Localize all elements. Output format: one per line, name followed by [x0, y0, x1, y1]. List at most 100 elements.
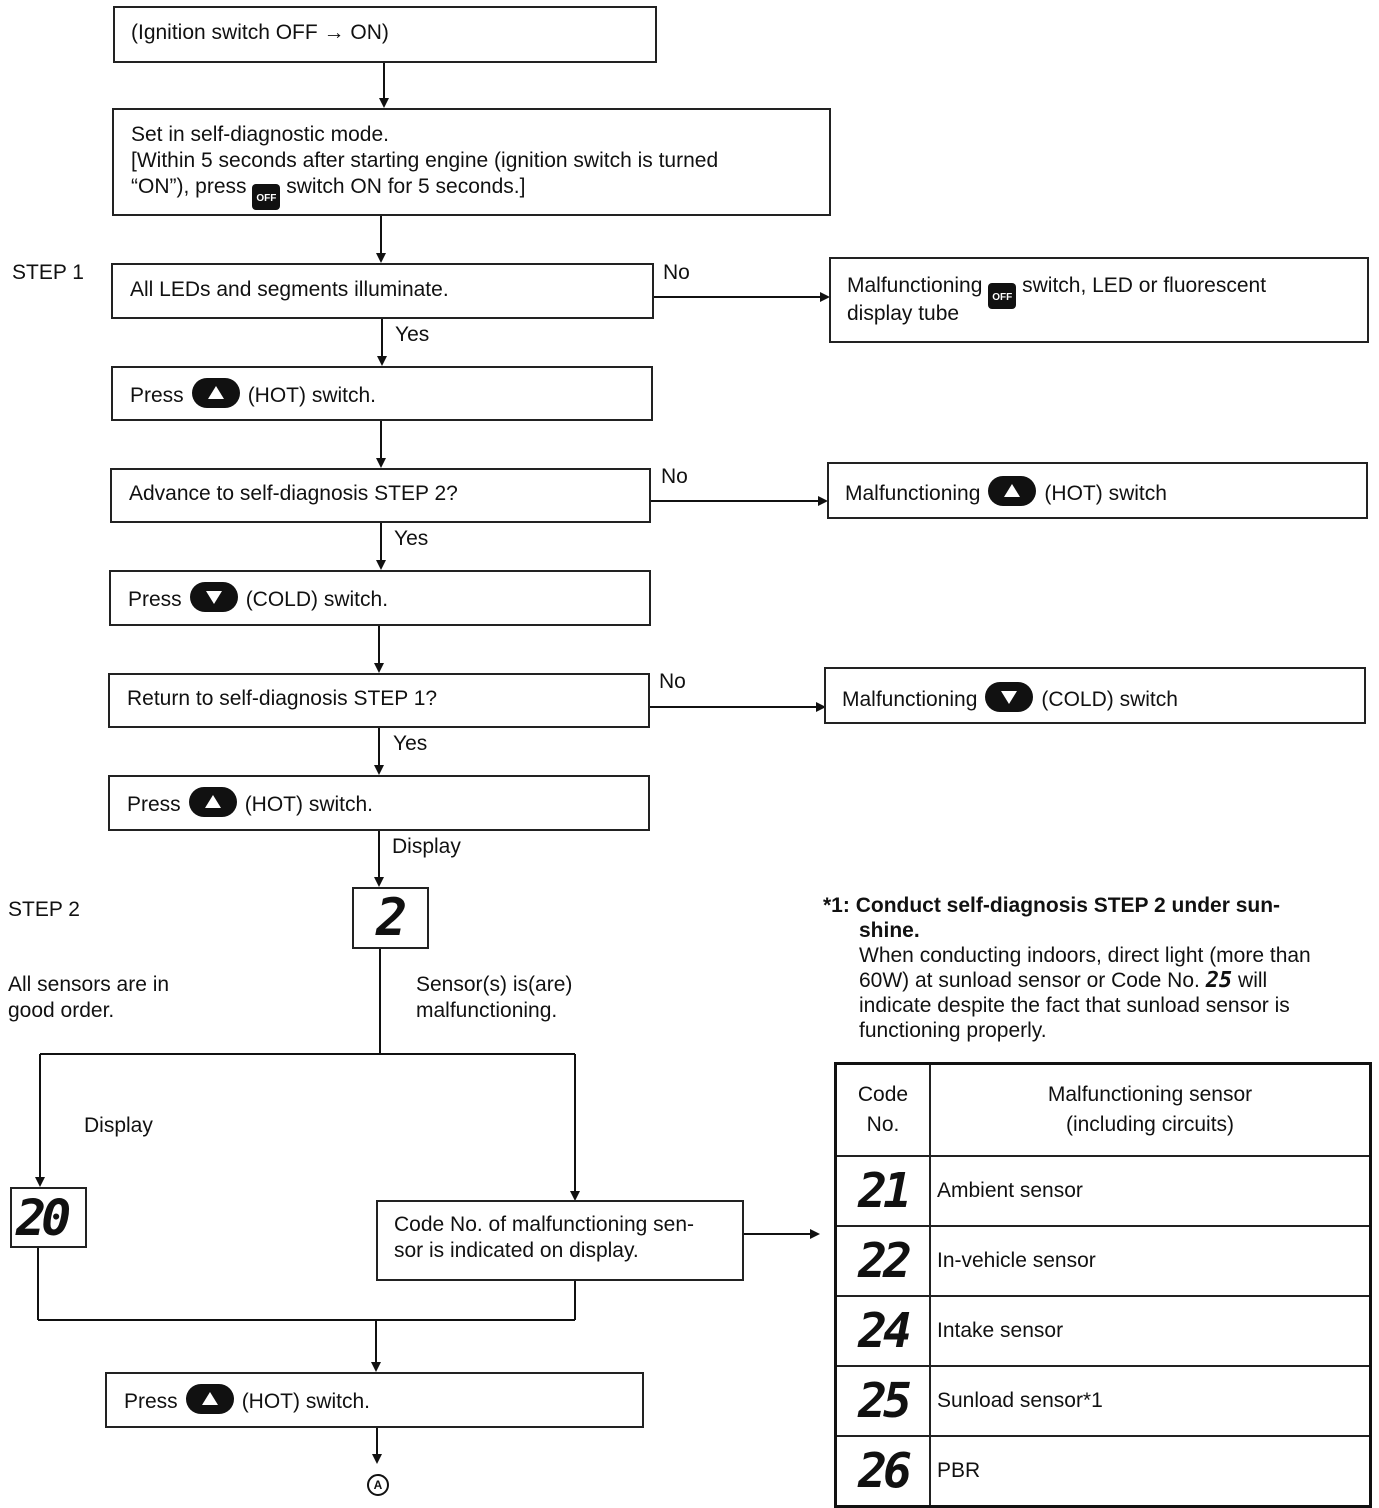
sunload-note: *1: Conduct self-diagnosis STEP 2 under … — [823, 893, 1368, 1043]
return-question-text: Return to self-diagnosis STEP 1? — [127, 687, 438, 710]
malfunction-cold-box: Malfunctioning (COLD) switch — [824, 667, 1366, 724]
no-label-1: No — [663, 261, 690, 284]
code-indicated-box: Code No. of malfunctioning sen- sor is i… — [376, 1200, 744, 1281]
return-question-box: Return to self-diagnosis STEP 1? — [108, 673, 650, 728]
yes-label-3: Yes — [393, 732, 428, 755]
malfunction-cold-line: Malfunctioning (COLD) switch — [842, 682, 1178, 713]
set-mode-line3-pre: “ON”), press — [131, 175, 247, 198]
advance-question-text: Advance to self-diagnosis STEP 2? — [129, 482, 458, 505]
note-line2-post: will — [1238, 969, 1268, 992]
sensor-bad-line2: malfunctioning. — [416, 999, 558, 1022]
malfunction-off-pre: Malfunctioning — [847, 274, 983, 297]
note-bold1: Conduct self-diagnosis STEP 2 under sun- — [855, 894, 1281, 917]
header-sensor-line2: (including circuits) — [1065, 1113, 1235, 1136]
table-row: 22 In-vehicle sensor — [834, 1225, 1372, 1297]
table-row: 25 Sunload sensor*1 — [834, 1365, 1372, 1437]
start-box: (Ignition switch OFF → ON) — [113, 6, 657, 63]
yes-label-2: Yes — [394, 527, 429, 550]
note-line1: When conducting indoors, direct light (m… — [859, 944, 1311, 967]
off-switch-icon: OFF — [252, 184, 281, 210]
press-hot-box-3: Press (HOT) switch. — [105, 1372, 644, 1428]
set-mode-line1: Set in self-diagnostic mode. — [131, 123, 389, 146]
hot-up-icon-3 — [188, 787, 237, 817]
press-hot-pre-1: Press — [130, 384, 184, 407]
sensor-cell: Intake sensor — [929, 1295, 1372, 1367]
sensor-cell: In-vehicle sensor — [929, 1225, 1372, 1297]
set-mode-line3-post: switch ON for 5 seconds.] — [286, 175, 526, 198]
no-label-2: No — [661, 465, 688, 488]
sensor-cell: PBR — [929, 1435, 1372, 1508]
note-bold2: shine. — [859, 919, 920, 942]
code-indicated-line1: Code No. of malfunctioning sen- — [394, 1213, 694, 1236]
note-line2-code: 25 — [1205, 968, 1233, 993]
display-ok-value: 20 — [16, 1189, 71, 1247]
code-cell: 26 — [834, 1435, 931, 1508]
press-hot-line-2: Press (HOT) switch. — [127, 787, 373, 818]
press-hot-post-1: (HOT) switch. — [247, 384, 377, 407]
set-mode-box: Set in self-diagnostic mode. [Within 5 s… — [112, 108, 831, 216]
display-step2-value: 2 — [376, 888, 408, 948]
press-hot-line-1: Press (HOT) switch. — [130, 378, 376, 409]
note-line2-pre: 60W) at sunload sensor or Code No. — [859, 969, 1200, 992]
display-ok: 20 — [10, 1187, 87, 1248]
press-hot-line-3: Press (HOT) switch. — [124, 1384, 370, 1415]
press-hot-post-2: (HOT) switch. — [244, 793, 374, 816]
malfunction-off-line1: Malfunctioning OFF switch, LED or fluore… — [847, 273, 1266, 309]
malfunction-hot-post: (HOT) switch — [1044, 482, 1167, 505]
display-label-1: Display — [392, 835, 461, 858]
yes-label-1: Yes — [395, 323, 430, 346]
sensor-cell: Sunload sensor*1 — [929, 1365, 1372, 1437]
set-mode-line3: “ON”), press OFF switch ON for 5 seconds… — [131, 174, 525, 210]
note-line3: indicate despite the fact that sunload s… — [859, 994, 1290, 1017]
table-row: 21 Ambient sensor — [834, 1155, 1372, 1227]
note-line4: functioning properly. — [859, 1019, 1047, 1042]
malfunction-hot-pre: Malfunctioning — [845, 482, 981, 505]
code-cell: 21 — [834, 1155, 931, 1227]
table-row: 26 PBR — [834, 1435, 1372, 1508]
press-hot-pre-3: Press — [124, 1390, 178, 1413]
code-cell: 25 — [834, 1365, 931, 1437]
press-cold-post: (COLD) switch. — [245, 588, 389, 611]
all-good-line1: All sensors are in — [8, 973, 170, 996]
note-heading-line2: shine. — [823, 918, 1368, 943]
leds-question-text: All LEDs and segments illuminate. — [130, 278, 449, 301]
step1-label: STEP 1 — [12, 261, 84, 284]
press-cold-pre: Press — [128, 588, 182, 611]
malfunction-off-post: switch, LED or fluorescent — [1022, 274, 1267, 297]
all-good-line2: good order. — [8, 999, 115, 1022]
cold-down-icon — [189, 582, 238, 612]
cold-down-icon-2 — [985, 682, 1034, 712]
press-cold-line: Press (COLD) switch. — [128, 582, 388, 613]
off-switch-icon-2: OFF — [988, 283, 1017, 309]
press-cold-box: Press (COLD) switch. — [109, 570, 651, 626]
no-label-3: No — [659, 670, 686, 693]
header-code-line1: Code — [857, 1083, 909, 1106]
malfunction-cold-post: (COLD) switch — [1041, 688, 1178, 711]
step2-label: STEP 2 — [8, 898, 80, 921]
press-hot-post-3: (HOT) switch. — [241, 1390, 371, 1413]
hot-up-icon — [191, 378, 240, 408]
code-cell: 22 — [834, 1225, 931, 1297]
note-line2: 60W) at sunload sensor or Code No. 25 wi… — [823, 968, 1368, 993]
note-marker: *1: — [823, 894, 850, 917]
code-indicated-line2: sor is indicated on display. — [394, 1239, 639, 1262]
malfunction-hot-box: Malfunctioning (HOT) switch — [827, 462, 1368, 519]
advance-question-box: Advance to self-diagnosis STEP 2? — [110, 468, 651, 523]
leds-question-box: All LEDs and segments illuminate. — [111, 263, 654, 319]
sensor-bad-line1: Sensor(s) is(are) — [416, 973, 573, 996]
malfunction-hot-line: Malfunctioning (HOT) switch — [845, 476, 1167, 507]
press-hot-box-1: Press (HOT) switch. — [111, 366, 653, 421]
note-heading-line1: *1: Conduct self-diagnosis STEP 2 under … — [823, 893, 1368, 918]
hot-up-icon-4 — [185, 1384, 234, 1414]
set-mode-line2: [Within 5 seconds after starting engine … — [131, 149, 719, 172]
display-step2: 2 — [352, 887, 429, 949]
display-label-2: Display — [84, 1114, 153, 1137]
sensor-cell: Ambient sensor — [929, 1155, 1372, 1227]
malfunction-cold-pre: Malfunctioning — [842, 688, 978, 711]
malfunction-off-line2: display tube — [847, 302, 960, 325]
press-hot-pre-2: Press — [127, 793, 181, 816]
